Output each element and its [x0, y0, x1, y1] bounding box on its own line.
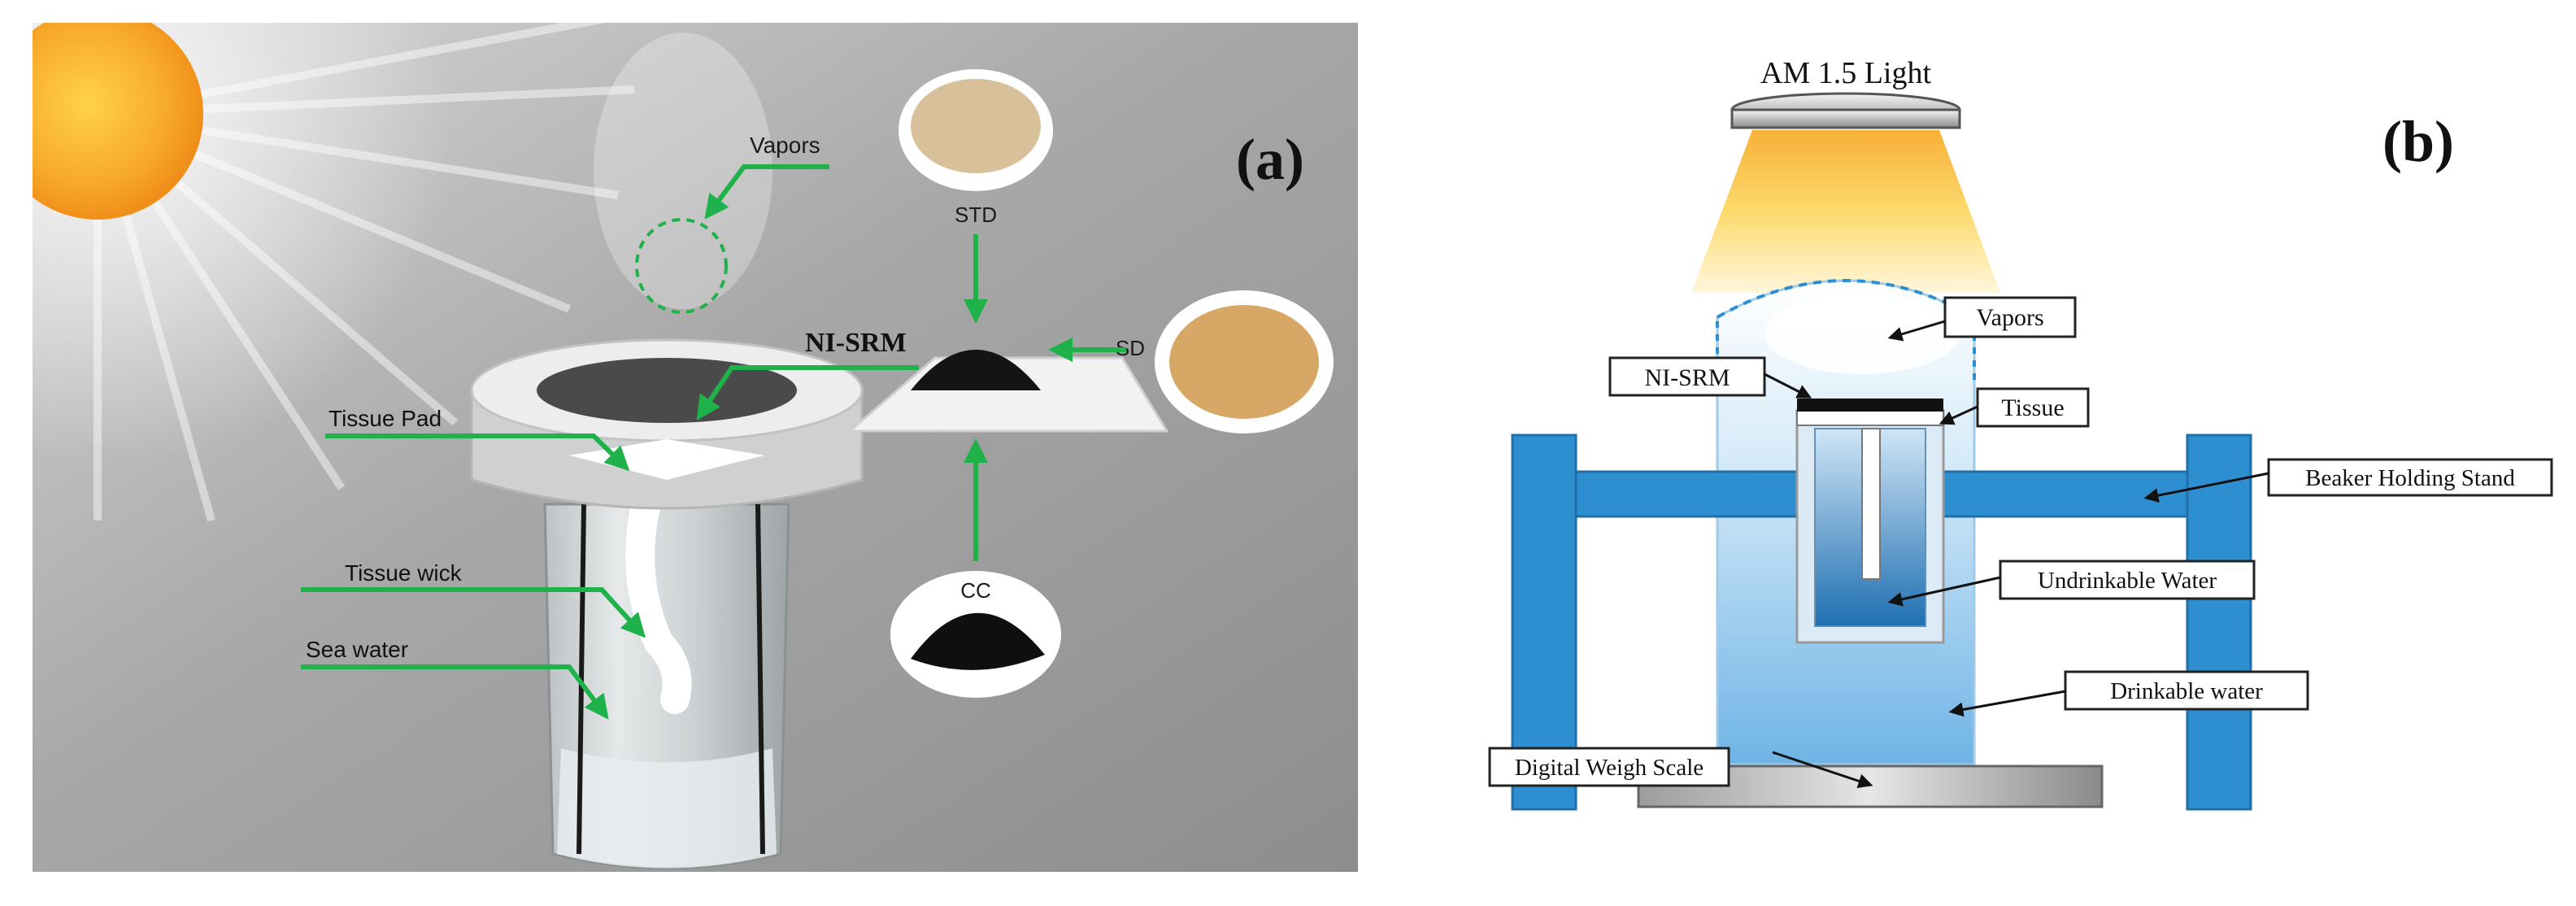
- panel-b-tag: (b): [2382, 109, 2454, 174]
- tissue-box: [1976, 387, 2090, 428]
- std-sample: [911, 79, 1041, 173]
- scale-label: Digital Weigh Scale: [1515, 755, 1704, 781]
- panel-a-tag: (a): [1236, 127, 1304, 192]
- stand-arrow: [2143, 472, 2269, 503]
- tissue-wick-label: Tissue wick: [345, 560, 463, 586]
- ni-srm-arrow-a: [696, 365, 919, 420]
- stand-label: Beaker Holding Stand: [2305, 465, 2515, 491]
- tissue-pad-arrow: [325, 433, 630, 472]
- undrinkable-box: [1999, 560, 2256, 600]
- ni-srm-box: [1608, 356, 1766, 397]
- drinkable-arrow: [1948, 690, 2066, 717]
- glass-beaker: [543, 473, 790, 869]
- sea-water-label: Sea water: [306, 637, 408, 662]
- ni-srm-label-a: NI-SRM: [805, 328, 907, 358]
- stand-box: [2267, 458, 2553, 497]
- undrinkable-label: Undrinkable Water: [2038, 568, 2217, 594]
- vapors-arrow: [704, 164, 829, 220]
- sd-sample: [1169, 305, 1319, 419]
- condensation-dome: [1717, 279, 1975, 319]
- scale-box: [1488, 747, 1730, 787]
- sun-icon: [33, 23, 203, 220]
- vapor-circle: [635, 218, 728, 314]
- undrinkable-arrow: [1887, 576, 2001, 607]
- drinkable-label: Drinkable water: [2110, 678, 2263, 704]
- vapors-arrow-b: [1887, 320, 1946, 342]
- std-label: STD: [955, 203, 997, 227]
- tissue-layer: [1796, 410, 1944, 426]
- ni-srm-plate: [846, 350, 1169, 433]
- tissue-label: Tissue: [2001, 394, 2064, 421]
- ni-srm-label-b: NI-SRM: [1644, 364, 1730, 391]
- vapor-cloud: [1764, 293, 1960, 374]
- lamp-base: [1730, 108, 1961, 129]
- ni-srm-arrow-b: [1764, 372, 1812, 399]
- vapors-box: [1943, 296, 2077, 338]
- tissue-pad-label: Tissue Pad: [329, 406, 442, 431]
- tissue-wick-arrow: [301, 587, 646, 638]
- tissue-arrow: [1939, 405, 1978, 425]
- cc-label: CC: [960, 578, 991, 603]
- vapors-label-b: Vapors: [1976, 304, 2043, 331]
- drinkable-box: [2064, 670, 2309, 711]
- cc-sample: [911, 612, 1045, 670]
- tissue-wick-b: [1861, 428, 1881, 580]
- sea-water-arrow: [301, 664, 609, 720]
- light-beam: [1691, 130, 2000, 293]
- ni-srm-layer: [1797, 399, 1943, 412]
- tissue-wick-shape: [625, 473, 692, 714]
- vapors-label-a: Vapors: [750, 133, 820, 158]
- panel-b: AM 1.5 Light Vapors NI-SRM Tis: [1488, 56, 2553, 811]
- scale-arrow: [1772, 751, 1873, 788]
- light-label: AM 1.5 Light: [1760, 56, 1932, 90]
- steam-haze: [594, 33, 772, 309]
- panel-a: Vapors STD SD: [33, 23, 1358, 872]
